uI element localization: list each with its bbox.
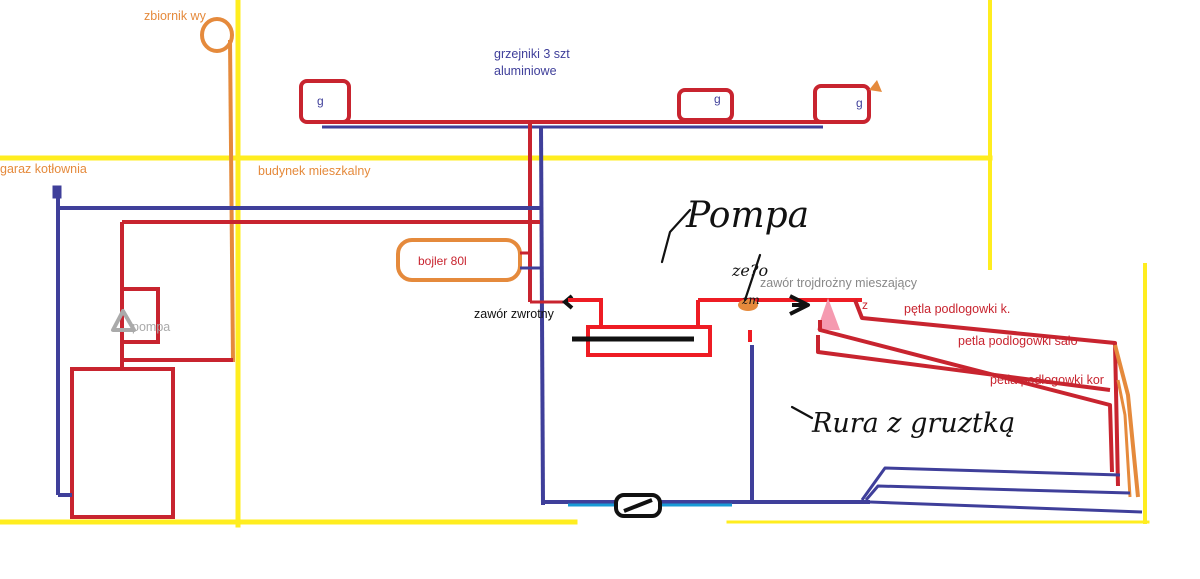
floor-loop-2 [818, 320, 1114, 473]
handwritten-scribble: ze?o [732, 261, 769, 280]
expansion-tank [200, 17, 235, 363]
house-label: budynek mieszkalny [258, 164, 371, 178]
pump-word-underline [660, 208, 692, 264]
expansion-tank-body [200, 17, 234, 53]
mixing-valve-body [738, 299, 758, 311]
return-cap [52, 185, 62, 199]
tank-label: zbiornik wy [144, 9, 206, 23]
floor-loop-return-2 [864, 484, 1131, 501]
radiator-1-mark: g [317, 94, 324, 108]
radiator-2-mark: g [714, 92, 721, 106]
radiators [299, 79, 871, 124]
mixing-valve-cone [817, 298, 840, 330]
expansion-tank-pipe [228, 39, 235, 363]
floor-loop-return-orange [1113, 344, 1140, 498]
pipe-pointer-line [790, 405, 814, 420]
riser-return [539, 126, 545, 506]
pump-arrow-icon [789, 294, 810, 316]
handwriting-strokes [660, 208, 814, 420]
floor-loop-1 [853, 299, 1120, 487]
radiators-label-line2: aluminiowe [494, 64, 557, 78]
walls [0, 0, 1150, 528]
radiator-pipes [322, 120, 823, 506]
pump-label: pompa [132, 320, 171, 334]
check-valve-label: zawór zwrotny [474, 307, 554, 321]
floor-loop-2-label: petla podlogowki salo [958, 334, 1078, 348]
furnace [70, 367, 175, 519]
boiler-tank [396, 238, 522, 282]
floor-loop-return-1 [860, 466, 1121, 501]
pump-triangle-icon [111, 309, 136, 332]
pump-pointer-line [743, 253, 762, 302]
radiators-label-line1: grzejniki 3 szt [494, 47, 570, 61]
radiator-3-vent [869, 80, 882, 92]
boiler-room-label: garaz kotłownia [0, 162, 87, 176]
radiator-2 [677, 88, 734, 122]
floor-loop-return-3 [869, 500, 1143, 514]
ground-pipe-valve-slash [623, 498, 653, 513]
boiler-label: bojler 80l [418, 254, 467, 268]
floor-heating-circuit [530, 294, 870, 518]
handwritten-pump-word: Pompa [686, 195, 810, 236]
boiler-room [52, 185, 543, 519]
radiator-3-mark: g [856, 96, 863, 110]
radiator-1 [299, 79, 351, 124]
floor-loop-1-label: pętla podlogowki k. [904, 302, 1011, 316]
radiator-3 [813, 84, 871, 124]
floor-loop-3 [816, 335, 1111, 392]
handwritten-pipe-note: Rura z gruztką [812, 408, 1016, 439]
handwritten-zm: zm [742, 293, 760, 307]
mixing-valve-label: zawór trojdrożny mieszający [760, 276, 917, 290]
floor-loop-return-orange-2 [1116, 379, 1132, 498]
floor-loop-3-label: petla podlogowki kor [990, 373, 1104, 387]
z-mark: z [862, 298, 868, 312]
floor-loops [816, 299, 1143, 514]
